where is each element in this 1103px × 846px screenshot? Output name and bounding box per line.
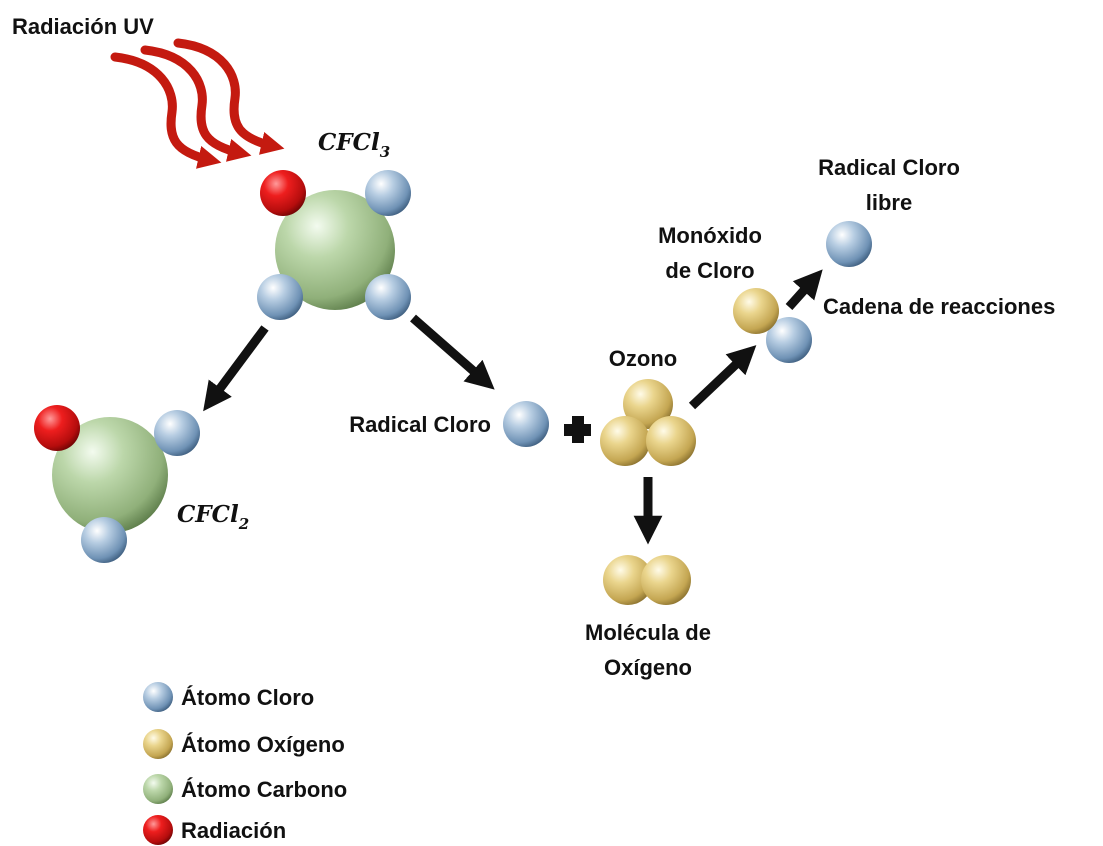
legend-label-radiation: Radiación [181,818,286,843]
uv-wave-3 [173,38,285,155]
chlorine-monoxide-label-line2: de Cloro [665,258,754,283]
free-chlorine-radical-atom [826,221,872,267]
oxygen-molecule-atom [641,555,691,605]
cfcl2-formula: CFCl2 [177,501,249,533]
oxygen-molecule-label-line2: Oxígeno [604,655,692,680]
legend-swatch-oxygen [143,729,173,759]
plus-sign [564,416,591,443]
ozone-oxygen-atom [623,379,673,429]
cfcl3-radiation-atom [260,170,306,216]
legend-item-radiation: Radiación [143,815,286,845]
uv-radiation-label: Radiación UV [12,14,154,39]
legend-item-carbon: Átomo Carbono [143,774,347,804]
cfcl3-molecule [257,170,411,320]
cfcl3-chlorine-atom [257,274,303,320]
legend-swatch-carbon [143,774,173,804]
cfcl3-carbon-atom [275,190,395,310]
chlorine-monoxide-label-line1: Monóxido [658,223,762,248]
uv-wave-2 [140,45,252,162]
legend: Átomo Cloro Átomo Oxígeno Átomo Carbono … [143,682,347,845]
oxygen-molecule [603,555,691,605]
legend-label-chlorine: Átomo Cloro [181,685,314,710]
uv-radiation-waves [110,38,285,169]
legend-item-oxygen: Átomo Oxígeno [143,729,345,759]
reaction-chain-label: Cadena de reacciones [823,294,1055,319]
ozone-label: Ozono [609,346,677,371]
chlorine-monoxide-molecule [733,288,812,363]
legend-swatch-chlorine [143,682,173,712]
arrow-to-chlorine-radical [410,314,495,390]
cfcl2-carbon-atom [52,417,168,533]
uv-wave-1 [110,52,222,169]
legend-swatch-radiation [143,815,173,845]
legend-item-chlorine: Átomo Cloro [143,682,314,712]
cfcl3-chlorine-atom [365,274,411,320]
ozone-oxygen-atom [646,416,696,466]
monoxide-chlorine-atom [766,317,812,363]
cfcl3-formula: CFCl3 [318,129,390,161]
arrow-to-chlorine-monoxide [688,345,757,410]
monoxide-oxygen-atom [733,288,779,334]
reaction-arrows [203,269,823,545]
legend-label-oxygen: Átomo Oxígeno [181,732,345,757]
cfcl2-chlorine-atom [81,517,127,563]
ozone-oxygen-atom [600,416,650,466]
cfcl3-chlorine-atom [365,170,411,216]
cfcl2-chlorine-atom [154,410,200,456]
cfcl2-molecule [34,405,200,563]
legend-label-carbon: Átomo Carbono [181,777,347,802]
oxygen-molecule-atom [603,555,653,605]
free-chlorine-label-line2: libre [866,190,912,215]
arrow-to-free-chlorine [785,269,823,311]
ozone-molecule [600,379,696,466]
chlorine-radical-label: Radical Cloro [349,412,491,437]
oxygen-molecule-label-line1: Molécula de [585,620,711,645]
cfcl2-radiation-atom [34,405,80,451]
free-chlorine-label-line1: Radical Cloro [818,155,960,180]
arrow-to-cfcl2 [203,325,269,412]
chlorine-radical-atom [503,401,549,447]
